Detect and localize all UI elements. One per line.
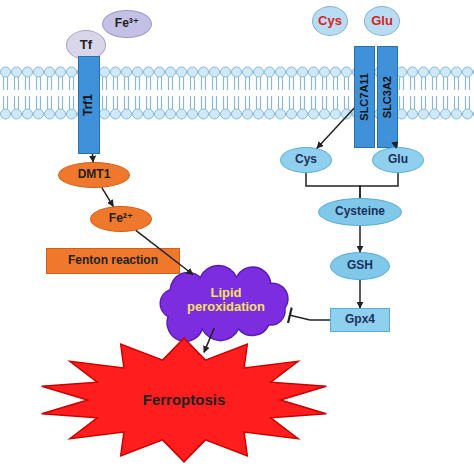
node-label: Gpx4 (345, 313, 375, 326)
process-cloud: Lipid peroxidation (148, 270, 304, 330)
flow-arrow (92, 154, 94, 162)
node-label: Cys (295, 153, 317, 166)
receptor-box: Trf1 (78, 56, 100, 154)
node-label: Cys (318, 14, 342, 28)
node-label: Fe³⁺ (115, 17, 139, 30)
enzyme-box: Gpx4 (330, 308, 390, 332)
iron-ion: Fe³⁺ (102, 10, 152, 38)
node-label: GSH (347, 259, 373, 272)
node-label: Fenton reaction (68, 254, 158, 267)
transporter-box: SLC3A2 (377, 46, 398, 148)
metabolite-oval: Cysteine (318, 198, 402, 226)
flow-arrow (360, 173, 398, 198)
cloud-fill (160, 266, 288, 342)
intracellular-cys: Cys (280, 147, 332, 173)
node-label: Glu (371, 14, 393, 28)
flow-arrow (359, 226, 361, 252)
flow-arrow (102, 188, 114, 207)
node-label: SLC7A11 (358, 73, 370, 121)
node-label: Fe²⁺ (109, 212, 133, 225)
node-label: Ferroptosis (143, 392, 226, 409)
node-label: Glu (388, 153, 408, 166)
extracellular-glu: Glu (364, 6, 400, 36)
node-label: Trf1 (82, 94, 95, 116)
lipid-bilayer (0, 66, 474, 120)
star-fill (42, 338, 327, 462)
node-label: Lipid peroxidation (174, 286, 278, 315)
transporter-box: SLC7A11 (354, 46, 375, 148)
flow-arrow (317, 108, 354, 148)
extracellular-cys: Cys (312, 6, 348, 36)
outcome-burst: Ferroptosis (38, 338, 330, 462)
cell-membrane (0, 66, 474, 120)
flow-arrow (359, 280, 361, 308)
node-label: Cysteine (335, 205, 385, 218)
transporter-oval: DMT1 (58, 162, 130, 188)
node-label: SLC3A2 (381, 76, 393, 118)
node-label: DMT1 (78, 168, 111, 181)
node-label: Tf (80, 38, 92, 52)
flow-arrow (306, 173, 360, 198)
iron-ion: Fe²⁺ (90, 206, 152, 232)
metabolite-oval: GSH (330, 252, 390, 280)
intracellular-glu: Glu (372, 147, 424, 173)
inhibition-line (289, 315, 330, 320)
reaction-box: Fenton reaction (46, 248, 180, 274)
